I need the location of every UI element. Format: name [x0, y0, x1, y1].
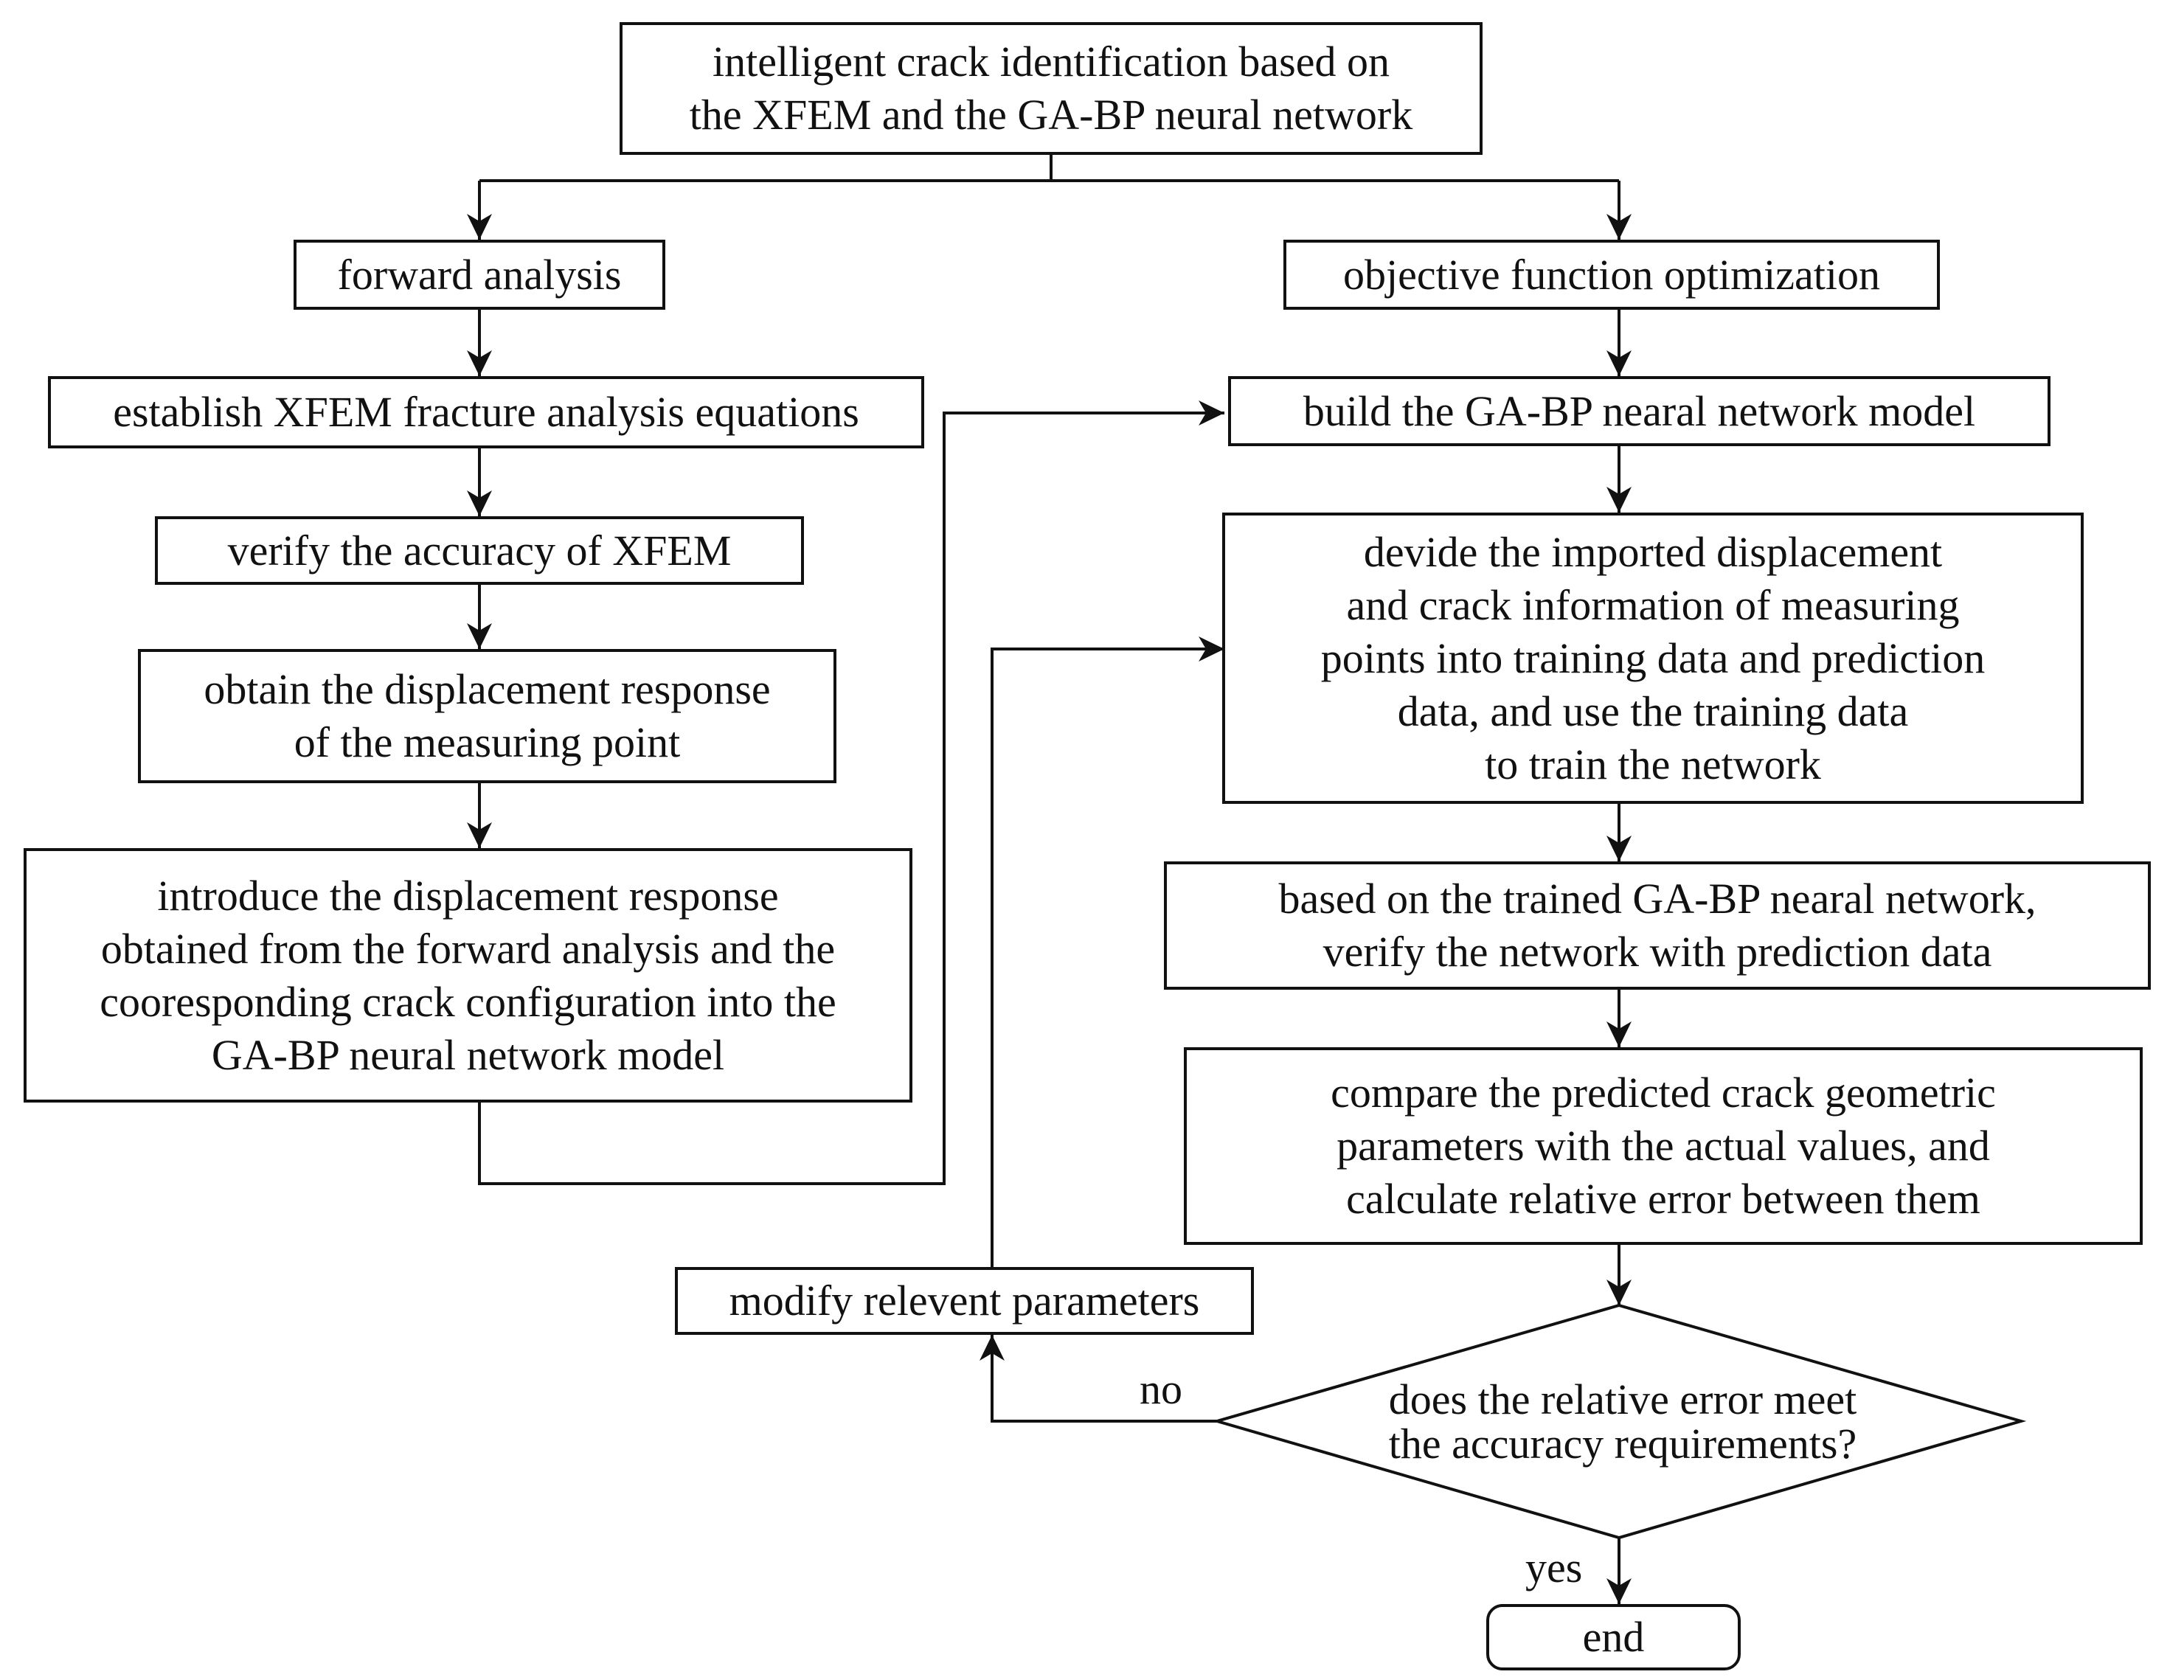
verify-network-line-1: based on the trained GA-BP nearal networ… — [1278, 875, 2036, 923]
objective-optimization-box: objective function optimization — [1283, 240, 1940, 310]
arrowhead-decision — [1606, 1280, 1632, 1305]
arrowhead-end — [1606, 1578, 1632, 1604]
verify-network-box: based on the trained GA-BP nearal networ… — [1164, 861, 2151, 990]
arrowhead-establish — [467, 350, 492, 376]
introduce-response-line-3: cooresponding crack configuration into t… — [100, 977, 836, 1026]
divide-data-line-5: to train the network — [1485, 740, 1821, 788]
build-network-label: build the GA-BP nearal network model — [1303, 386, 1976, 435]
arrowhead-based — [1606, 836, 1632, 861]
obtain-response-line-1: obtain the displacement response — [204, 665, 771, 713]
obtain-response-box: obtain the displacement response of the … — [138, 649, 836, 783]
divide-data-line-2: and crack information of measuring — [1346, 580, 1960, 629]
arrowhead-build-left — [1199, 400, 1224, 426]
connector-decision-no — [991, 1335, 1217, 1423]
establish-equations-box: establish XFEM fracture analysis equatio… — [48, 376, 924, 448]
connector-modify-to-divide — [991, 648, 1224, 1267]
compare-values-box: compare the predicted crack geometric pa… — [1184, 1047, 2143, 1245]
verify-xfem-label: verify the accuracy of XFEM — [227, 526, 732, 575]
compare-values-line-2: parameters with the actual values, and — [1337, 1122, 1990, 1170]
decision-text: does the relative error meet the accurac… — [1342, 1378, 1903, 1466]
forward-analysis-box: forward analysis — [294, 240, 665, 310]
arrowhead-forward — [467, 214, 492, 240]
arrowhead-compare — [1606, 1021, 1632, 1047]
connector-introduce-to-build — [478, 412, 1224, 1185]
verify-xfem-box: verify the accuracy of XFEM — [155, 516, 804, 585]
yes-label: yes — [1525, 1544, 1583, 1592]
title-line-2: the XFEM and the GA-BP neural network — [689, 91, 1413, 139]
decision-line-1: does the relative error meet — [1388, 1375, 1857, 1423]
divide-data-line-4: data, and use the training data — [1397, 687, 1909, 735]
introduce-response-box: introduce the displacement response obta… — [24, 848, 912, 1103]
compare-values-line-1: compare the predicted crack geometric — [1331, 1069, 1996, 1117]
decision-diamond — [1211, 1303, 2027, 1540]
introduce-response-line-4: GA-BP neural network model — [211, 1030, 725, 1079]
decision-line-2: the accuracy requirements? — [1388, 1420, 1857, 1468]
introduce-response-line-2: obtained from the forward analysis and t… — [100, 924, 836, 973]
title-line-1: intelligent crack identification based o… — [712, 38, 1390, 86]
arrowhead-build-top — [1606, 350, 1632, 376]
title-box: intelligent crack identification based o… — [620, 22, 1483, 155]
compare-values-line-3: calculate relative error between them — [1346, 1175, 1980, 1223]
arrowhead-obtain — [467, 623, 492, 649]
modify-parameters-label: modify relevent parameters — [729, 1277, 1200, 1325]
end-label: end — [1582, 1613, 1645, 1661]
end-terminator: end — [1486, 1604, 1741, 1670]
verify-network-line-2: verify the network with prediction data — [1322, 928, 1992, 976]
obtain-response-line-2: of the measuring point — [294, 718, 681, 766]
arrowhead-verify — [467, 490, 492, 516]
modify-parameters-box: modify relevent parameters — [675, 1267, 1254, 1335]
arrowhead-divide-top — [1606, 487, 1632, 513]
no-label: no — [1140, 1365, 1182, 1413]
establish-equations-label: establish XFEM fracture analysis equatio… — [113, 388, 859, 436]
arrowhead-modify — [980, 1335, 1005, 1361]
build-network-box: build the GA-BP nearal network model — [1228, 376, 2050, 446]
arrowhead-divide-left — [1199, 636, 1224, 662]
divide-data-line-1: devide the imported displacement — [1363, 527, 1943, 576]
forward-analysis-label: forward analysis — [337, 250, 622, 299]
arrowhead-introduce — [467, 822, 492, 848]
divide-data-box: devide the imported displacement and cra… — [1222, 513, 2084, 804]
introduce-response-line-1: introduce the displacement response — [157, 871, 779, 920]
divide-data-line-3: points into training data and prediction — [1320, 634, 1986, 682]
objective-optimization-label: objective function optimization — [1342, 250, 1881, 299]
arrowhead-objective — [1606, 214, 1632, 240]
